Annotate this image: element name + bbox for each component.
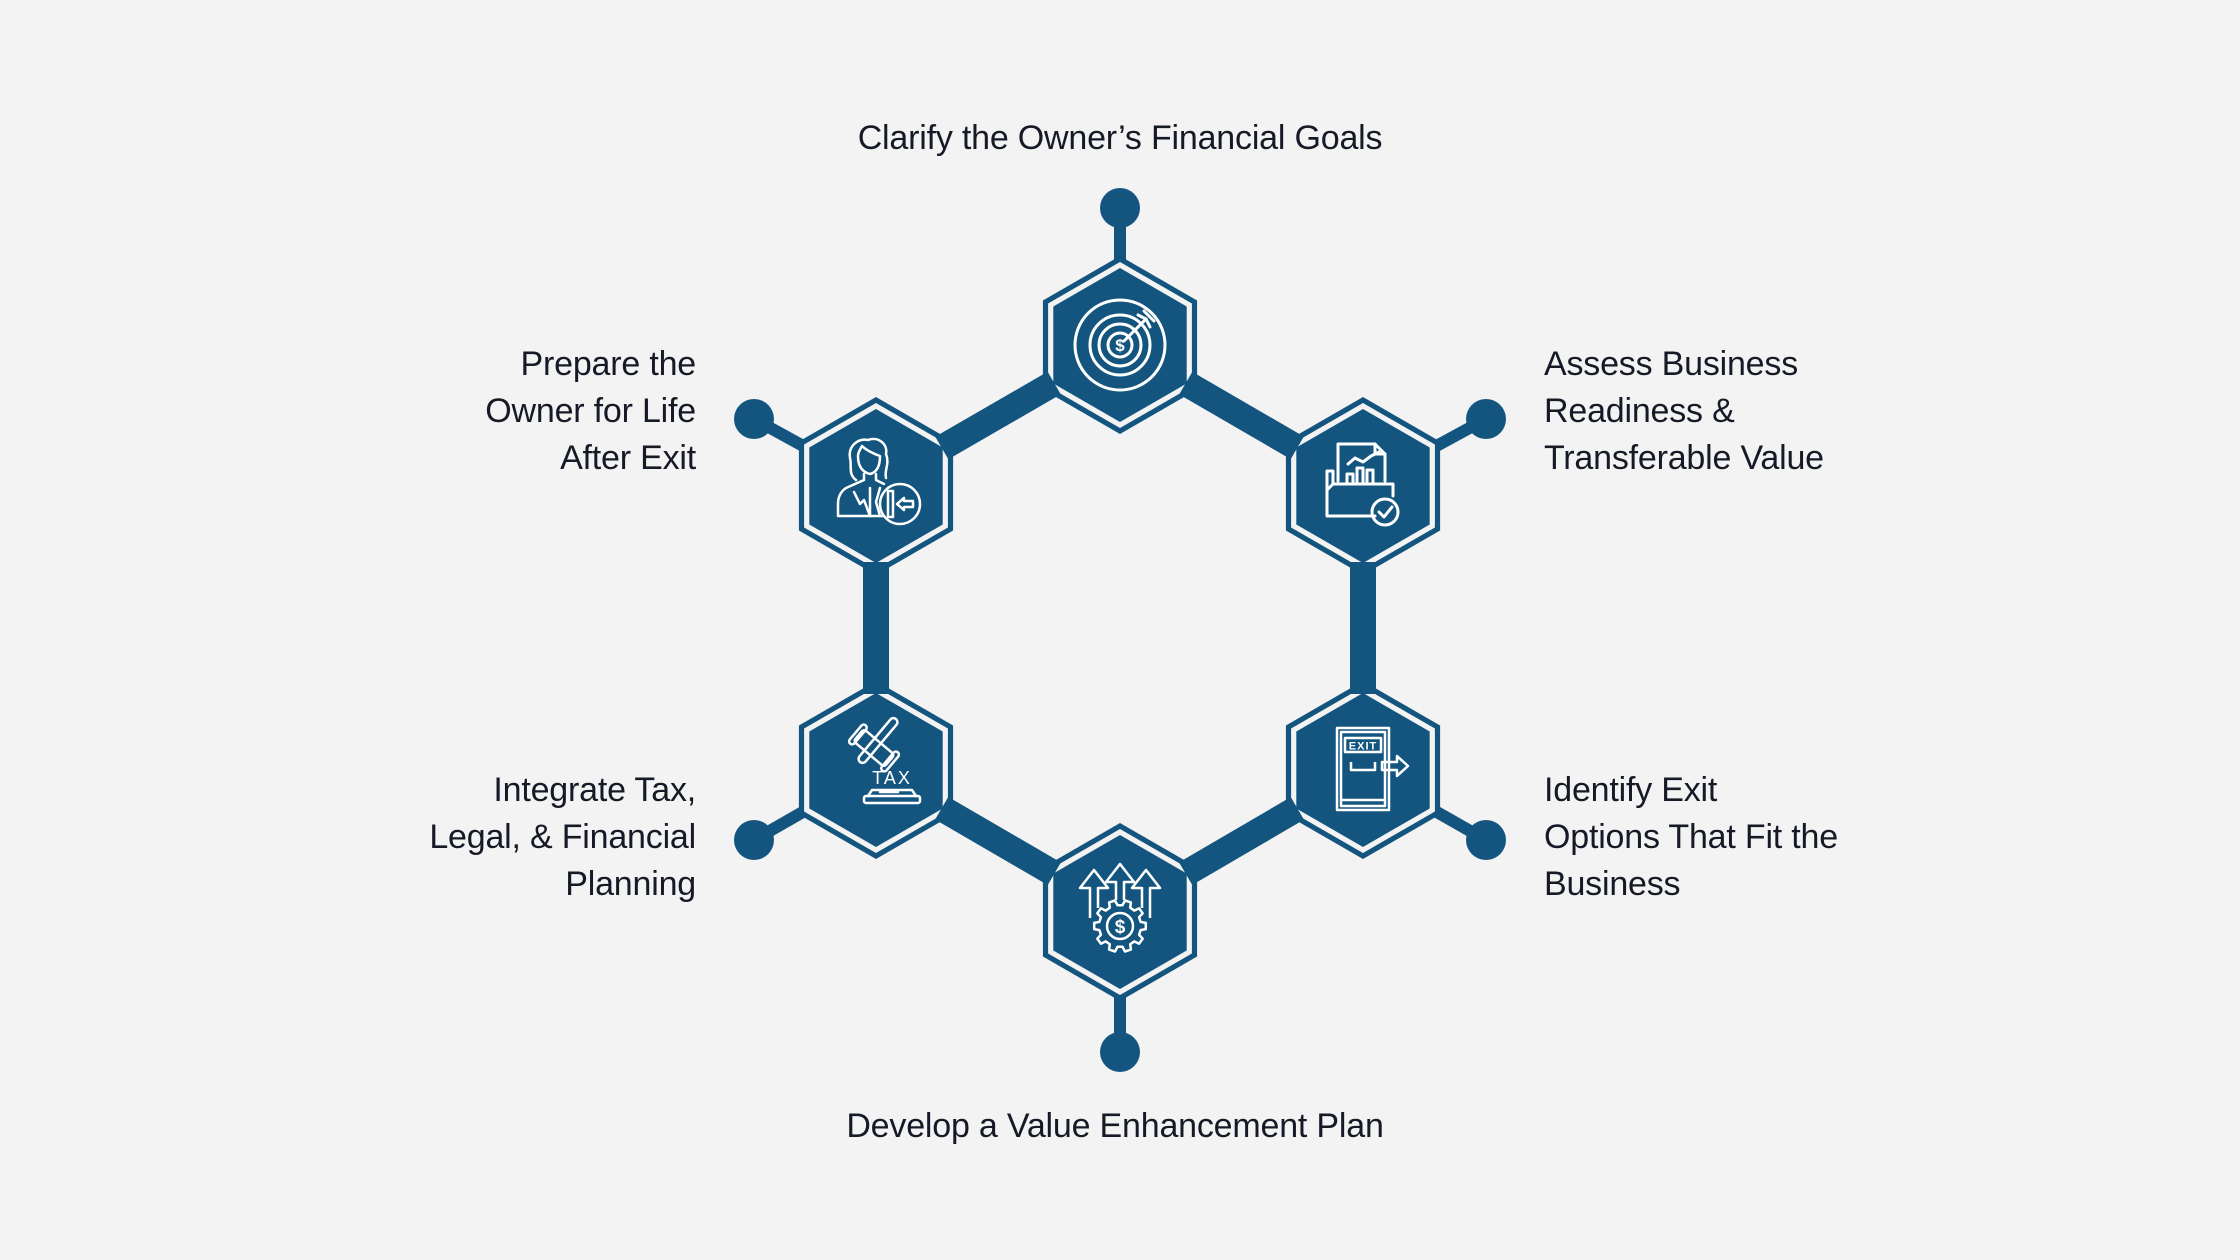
folder-report-check-icon: [1325, 442, 1400, 527]
target-dollar-icon: $: [1073, 298, 1167, 392]
label-line: Business: [1544, 865, 1681, 903]
svg-text:EXIT: EXIT: [1349, 741, 1377, 753]
node-dot-assess-readiness: [1466, 399, 1506, 439]
tax-gavel-icon: TAX: [847, 716, 922, 805]
step-node-prepare-life-after-exit: [798, 397, 954, 575]
label-line: Options That Fit the: [1544, 818, 1838, 856]
exit-door-icon: EXIT: [1335, 726, 1410, 812]
person-exit-icon: [836, 437, 922, 526]
hexagon-inner: [1053, 268, 1187, 422]
label-line: Integrate Tax,: [493, 771, 696, 809]
label-line: Planning: [565, 865, 696, 903]
step-label-assess-readiness: Assess Business Readiness & Transferable…: [1544, 341, 1824, 482]
node-dot-value-enhancement: [1100, 1032, 1140, 1072]
label-line: Assess Business: [1544, 345, 1798, 383]
step-node-integrate-tax-legal: TAX: [798, 681, 954, 859]
node-dot-integrate-tax-legal: [734, 820, 774, 860]
label-line: Owner for Life: [485, 392, 696, 430]
step-label-prepare-life-after-exit: Prepare the Owner for Life After Exit: [485, 341, 696, 482]
node-stems: [734, 188, 1506, 1072]
label-line: Legal, & Financial: [429, 818, 696, 856]
hexagon-inner: [809, 409, 943, 563]
step-node-value-enhancement: $: [1042, 823, 1198, 1001]
hexagon-nodes: $ EXIT $ TAX: [798, 256, 1441, 1001]
svg-text:$: $: [1115, 336, 1125, 355]
hexagon-inner: [809, 693, 943, 847]
label-line: Develop a Value Enhancement Plan: [846, 1107, 1384, 1145]
step-node-clarify-goals: $: [1042, 256, 1198, 434]
label-line: Transferable Value: [1544, 439, 1824, 477]
connector-bar: [1179, 371, 1304, 460]
growth-gear-dollar-icon: $: [1078, 862, 1162, 953]
step-label-clarify-goals: Clarify the Owner’s Financial Goals: [858, 115, 1383, 162]
svg-text:$: $: [1115, 917, 1126, 938]
step-label-value-enhancement: Develop a Value Enhancement Plan: [846, 1103, 1384, 1150]
label-line: Prepare the: [520, 345, 697, 383]
step-node-identify-exit-options: EXIT: [1285, 681, 1441, 859]
step-label-integrate-tax-legal: Integrate Tax, Legal, & Financial Planni…: [429, 767, 696, 908]
step-node-assess-readiness: [1285, 397, 1441, 575]
connector-bar: [935, 796, 1061, 886]
node-dot-identify-exit-options: [1466, 820, 1506, 860]
connector-bar: [1179, 797, 1304, 885]
connector-bar: [935, 371, 1061, 460]
svg-text:TAX: TAX: [872, 768, 912, 788]
label-line: After Exit: [560, 439, 696, 477]
label-line: Readiness &: [1544, 392, 1735, 430]
step-label-identify-exit-options: Identify Exit Options That Fit the Busin…: [1544, 767, 1838, 908]
label-line: Identify Exit: [1544, 771, 1718, 809]
node-dot-prepare-life-after-exit: [734, 399, 774, 439]
label-line: Clarify the Owner’s Financial Goals: [857, 119, 1383, 157]
hexagon-inner: [1296, 409, 1430, 563]
node-dot-clarify-goals: [1100, 188, 1140, 228]
